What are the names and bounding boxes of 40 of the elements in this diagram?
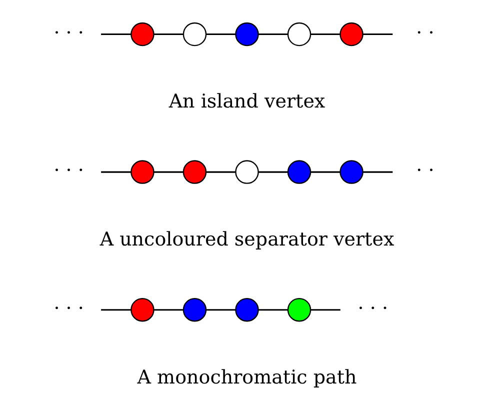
connector (258, 171, 288, 173)
node-circle (286, 298, 311, 322)
node-text: · · · (357, 297, 388, 320)
connector (362, 171, 392, 173)
node-circle (182, 160, 206, 184)
connector (100, 33, 131, 36)
connector (362, 33, 392, 36)
connector (258, 309, 288, 311)
node-circle (182, 22, 206, 46)
connector (310, 309, 340, 311)
connector (100, 309, 131, 311)
node-circle (182, 298, 206, 322)
connector (206, 309, 236, 311)
node-circle (339, 160, 363, 184)
node-text: · · · (53, 22, 84, 44)
node-circle (130, 22, 154, 46)
connector (100, 171, 131, 173)
node-text: · · · (53, 160, 84, 182)
connector (310, 171, 340, 173)
node-text: · · · (53, 297, 84, 320)
node-text: · · (416, 22, 434, 44)
node-circle (286, 22, 311, 46)
node-text: · · (416, 160, 434, 182)
node-circle (234, 22, 258, 46)
node-circle (234, 160, 258, 184)
node-circle (286, 160, 311, 184)
node-circle (234, 298, 258, 322)
node-circle (339, 22, 363, 46)
connector (153, 33, 183, 36)
label: An island vertex (168, 90, 325, 113)
connector (206, 171, 236, 173)
connector (310, 33, 340, 36)
connector (206, 33, 236, 36)
label: A uncoloured separator vertex (99, 228, 394, 250)
node-circle (130, 298, 154, 322)
node-circle (130, 160, 154, 184)
connector (258, 33, 288, 36)
label: A monochromatic path (136, 366, 356, 388)
connector (153, 309, 183, 311)
connector (153, 171, 183, 173)
